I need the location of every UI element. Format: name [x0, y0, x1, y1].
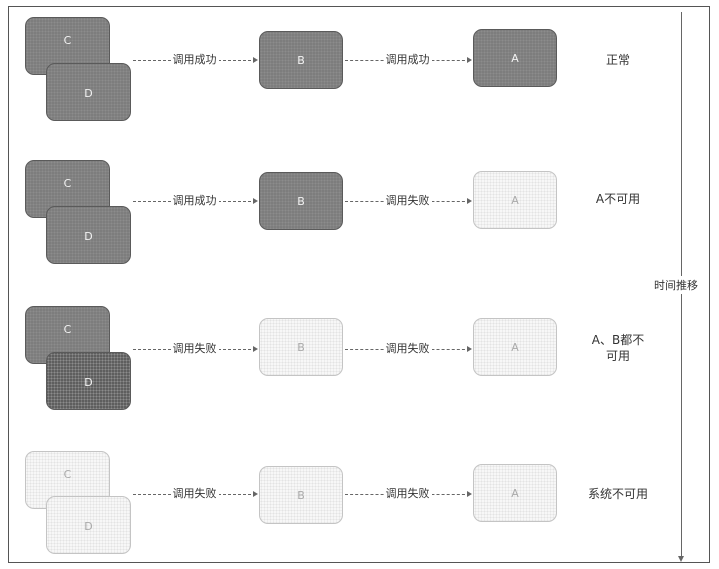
status-text: A、B都不 可用 — [580, 332, 656, 364]
node-c-label: C — [63, 467, 72, 481]
arrow-label: 调用失败 — [170, 487, 219, 501]
status-text: A不可用 — [580, 191, 656, 207]
node-a-label: A — [511, 51, 519, 65]
node-b-label: B — [297, 340, 305, 354]
node-a: A — [473, 171, 557, 229]
node-d-label: D — [84, 86, 93, 100]
arrow-label: 调用成功 — [383, 53, 432, 67]
status-line: 正常 — [605, 53, 630, 67]
node-d-label: D — [84, 519, 93, 533]
arrow-label: 调用成功 — [170, 53, 219, 67]
node-d: D — [46, 496, 131, 554]
node-c-label: C — [63, 33, 72, 47]
node-c-label: C — [63, 322, 72, 336]
node-d: D — [46, 352, 131, 410]
node-b-label: B — [297, 53, 305, 67]
diagram-frame — [8, 6, 710, 563]
node-a-label: A — [511, 486, 519, 500]
arrow-to-b: 调用成功 — [133, 53, 258, 67]
arrow-to-a: 调用失败 — [345, 194, 472, 208]
node-a-label: A — [511, 340, 519, 354]
node-d: D — [46, 63, 131, 121]
node-b-label: B — [297, 488, 305, 502]
arrow-label: 调用失败 — [383, 194, 432, 208]
status-text: 正常 — [580, 52, 656, 68]
node-a-label: A — [511, 193, 519, 207]
node-b: B — [259, 172, 343, 230]
arrow-to-b: 调用成功 — [133, 194, 258, 208]
arrow-to-b: 调用失败 — [133, 342, 258, 356]
node-a: A — [473, 464, 557, 522]
node-b: B — [259, 466, 343, 524]
status-line: 系统不可用 — [587, 487, 648, 501]
node-d-label: D — [84, 375, 93, 389]
arrow-label: 调用失败 — [383, 487, 432, 501]
time-axis-label: 时间推移 — [654, 276, 698, 294]
status-text: 系统不可用 — [580, 486, 656, 502]
node-a: A — [473, 318, 557, 376]
node-b: B — [259, 318, 343, 376]
arrow-to-a: 调用成功 — [345, 53, 472, 67]
node-c-label: C — [63, 176, 72, 190]
node-d-label: D — [84, 229, 93, 243]
node-d: D — [46, 206, 131, 264]
node-b-label: B — [297, 194, 305, 208]
status-line: 可用 — [605, 349, 630, 363]
arrow-label: 调用失败 — [383, 342, 432, 356]
arrow-to-a: 调用失败 — [345, 342, 472, 356]
node-b: B — [259, 31, 343, 89]
arrow-to-b: 调用失败 — [133, 487, 258, 501]
status-line: A不可用 — [595, 192, 641, 206]
arrow-to-a: 调用失败 — [345, 487, 472, 501]
status-line: A、B都不 — [591, 333, 645, 347]
arrow-label: 调用失败 — [170, 342, 219, 356]
node-a: A — [473, 29, 557, 87]
arrow-label: 调用成功 — [170, 194, 219, 208]
